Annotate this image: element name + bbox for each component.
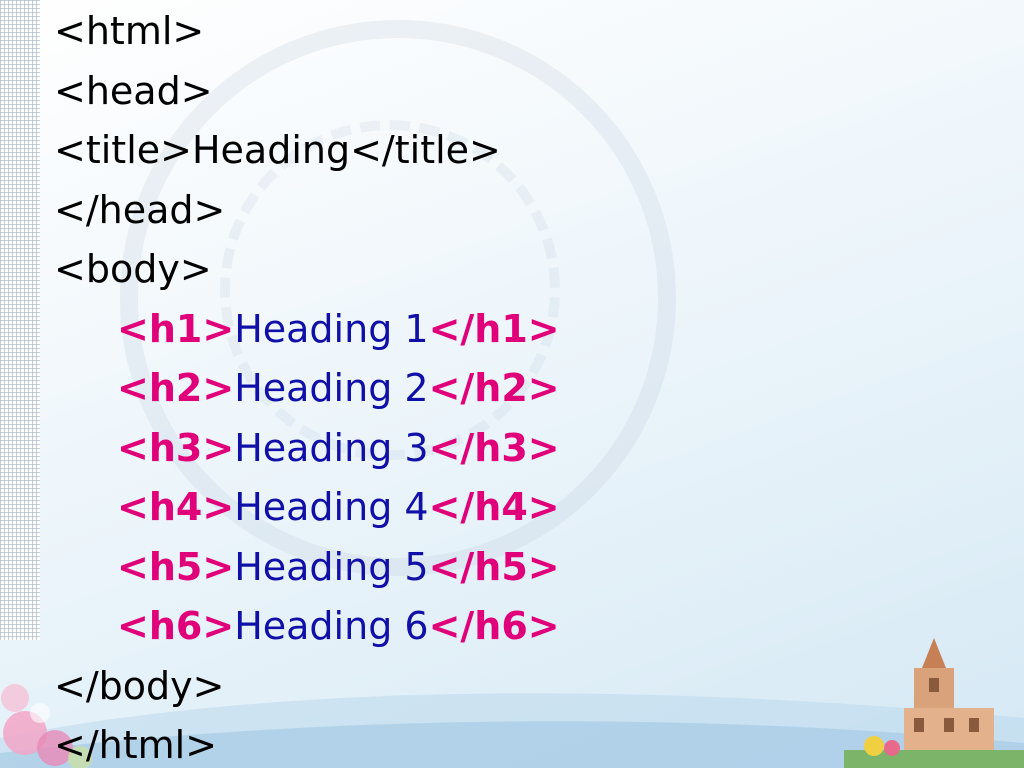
code-line-h1: <h1>Heading 1</h1> xyxy=(54,300,560,360)
code-line-html-close: </html> xyxy=(54,723,218,767)
code-line-h3: <h3>Heading 3</h3> xyxy=(54,419,560,479)
h1-close-tag: </h1> xyxy=(428,306,560,351)
h3-close-tag: </h3> xyxy=(428,425,560,470)
h3-text: Heading 3 xyxy=(234,425,429,470)
bottom-wave-decoration xyxy=(0,693,1024,768)
code-line-title: <title>Heading</title> xyxy=(54,128,501,172)
dotted-grid-decoration xyxy=(0,0,40,640)
h4-open-tag: <h4> xyxy=(117,485,235,529)
building-decoration xyxy=(844,638,1024,768)
h4-close-tag: </h4> xyxy=(428,485,560,529)
code-line-head-open: <head> xyxy=(54,68,213,113)
code-line-head-close: </head> xyxy=(54,187,226,232)
h5-text: Heading 5 xyxy=(234,544,429,589)
code-line-h2: <h2>Heading 2</h2> xyxy=(54,359,560,419)
code-line-h5: <h5>Heading 5</h5> xyxy=(54,538,560,598)
h6-open-tag: <h6> xyxy=(117,604,235,648)
h3-open-tag: <h3> xyxy=(117,425,235,470)
code-line-h4: <h4>Heading 4</h4> xyxy=(54,478,560,538)
h5-open-tag: <h5> xyxy=(117,544,235,589)
code-line-html-open: <html> xyxy=(54,9,205,53)
h2-open-tag: <h2> xyxy=(117,366,235,410)
watermark-inner-circle xyxy=(220,120,560,460)
code-block: <html> <head> <title>Heading</title> </h… xyxy=(54,2,560,768)
h5-close-tag: </h5> xyxy=(428,544,560,589)
h6-close-tag: </h6> xyxy=(428,604,560,648)
flower-decoration xyxy=(1,684,92,768)
code-line-body-open: <body> xyxy=(54,247,212,291)
h6-text: Heading 6 xyxy=(234,604,429,648)
h2-close-tag: </h2> xyxy=(428,366,560,410)
h1-text: Heading 1 xyxy=(234,306,429,351)
code-line-body-close: </body> xyxy=(54,663,225,708)
h4-text: Heading 4 xyxy=(234,485,429,529)
code-line-h6: <h6>Heading 6</h6> xyxy=(54,597,560,657)
h1-open-tag: <h1> xyxy=(117,306,235,351)
h2-text: Heading 2 xyxy=(234,366,429,410)
